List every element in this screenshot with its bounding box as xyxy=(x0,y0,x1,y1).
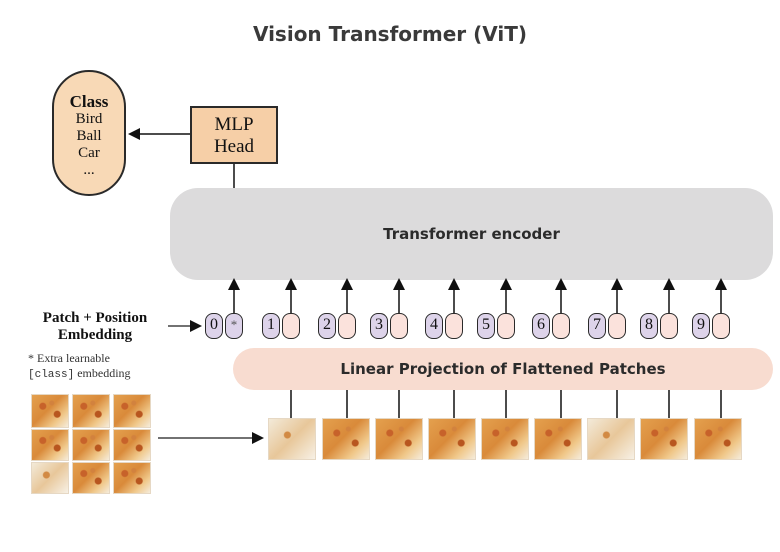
extra-learnable-note: * Extra learnable [class] embedding xyxy=(28,351,188,383)
patch-embedding xyxy=(390,313,408,339)
image-grid-cell xyxy=(72,394,110,428)
extra-note-suffix: embedding xyxy=(74,366,131,380)
flattened-patch xyxy=(268,418,316,460)
patch-embedding xyxy=(608,313,626,339)
image-grid-cell xyxy=(113,429,151,461)
class-item-ellipsis: ... xyxy=(83,162,95,178)
embedding-token-7: 7 xyxy=(588,313,628,339)
mlp-head-box: MLP Head xyxy=(190,106,278,164)
extra-note-code: [class] xyxy=(28,369,75,381)
embedding-token-9: 9 xyxy=(692,313,732,339)
patch-position-embedding-label: Patch + Position Embedding xyxy=(20,310,170,344)
image-grid-cell xyxy=(72,429,110,461)
position-index: 7 xyxy=(588,313,606,339)
image-grid-cell xyxy=(31,394,69,428)
embedding-token-0: 0* xyxy=(205,313,245,339)
position-index: 5 xyxy=(477,313,495,339)
patch-embedding xyxy=(445,313,463,339)
position-index: 2 xyxy=(318,313,336,339)
extra-note-line1: * Extra learnable xyxy=(28,351,110,365)
embedding-token-2: 2 xyxy=(318,313,358,339)
flattened-patch xyxy=(375,418,423,460)
patch-position-line1: Patch + Position xyxy=(42,310,148,326)
position-index: 4 xyxy=(425,313,443,339)
mlp-head-line2: Head xyxy=(213,136,255,157)
class-token-embedding: * xyxy=(225,313,243,339)
position-index: 6 xyxy=(532,313,550,339)
flattened-patch xyxy=(428,418,476,460)
patch-embedding xyxy=(712,313,730,339)
class-output-box: Class Bird Ball Car ... xyxy=(52,70,126,196)
transformer-encoder-block: Transformer encoder xyxy=(170,188,773,280)
diagram-title: Vision Transformer (ViT) xyxy=(252,22,528,46)
embedding-token-4: 4 xyxy=(425,313,465,339)
flattened-patch xyxy=(694,418,742,460)
patch-embedding xyxy=(660,313,678,339)
flattened-patch xyxy=(322,418,370,460)
image-grid-cell xyxy=(113,394,151,428)
flattened-patch xyxy=(534,418,582,460)
embedding-token-1: 1 xyxy=(262,313,302,339)
patch-embedding xyxy=(497,313,515,339)
mlp-head-line1: MLP xyxy=(214,114,254,135)
class-item-ball: Ball xyxy=(76,128,102,144)
image-grid-cell xyxy=(31,462,69,494)
position-index: 1 xyxy=(262,313,280,339)
class-item-car: Car xyxy=(78,145,100,161)
linear-projection-block: Linear Projection of Flattened Patches xyxy=(233,348,773,390)
patch-embedding xyxy=(282,313,300,339)
patch-embedding xyxy=(338,313,356,339)
image-grid-cell xyxy=(31,429,69,461)
embedding-token-6: 6 xyxy=(532,313,572,339)
image-grid-cell xyxy=(72,462,110,494)
flattened-patch xyxy=(481,418,529,460)
embedding-token-8: 8 xyxy=(640,313,680,339)
embedding-token-5: 5 xyxy=(477,313,517,339)
class-item-bird: Bird xyxy=(75,111,103,127)
position-index: 0 xyxy=(205,313,223,339)
class-heading: Class xyxy=(69,92,109,111)
patch-position-line2: Embedding xyxy=(57,327,133,343)
image-grid-cell xyxy=(113,462,151,494)
patch-embedding xyxy=(552,313,570,339)
position-index: 8 xyxy=(640,313,658,339)
linear-projection-label: Linear Projection of Flattened Patches xyxy=(340,360,666,378)
embedding-token-3: 3 xyxy=(370,313,410,339)
position-index: 9 xyxy=(692,313,710,339)
transformer-encoder-label: Transformer encoder xyxy=(383,225,560,243)
flattened-patch xyxy=(640,418,688,460)
flattened-patch xyxy=(587,418,635,460)
position-index: 3 xyxy=(370,313,388,339)
